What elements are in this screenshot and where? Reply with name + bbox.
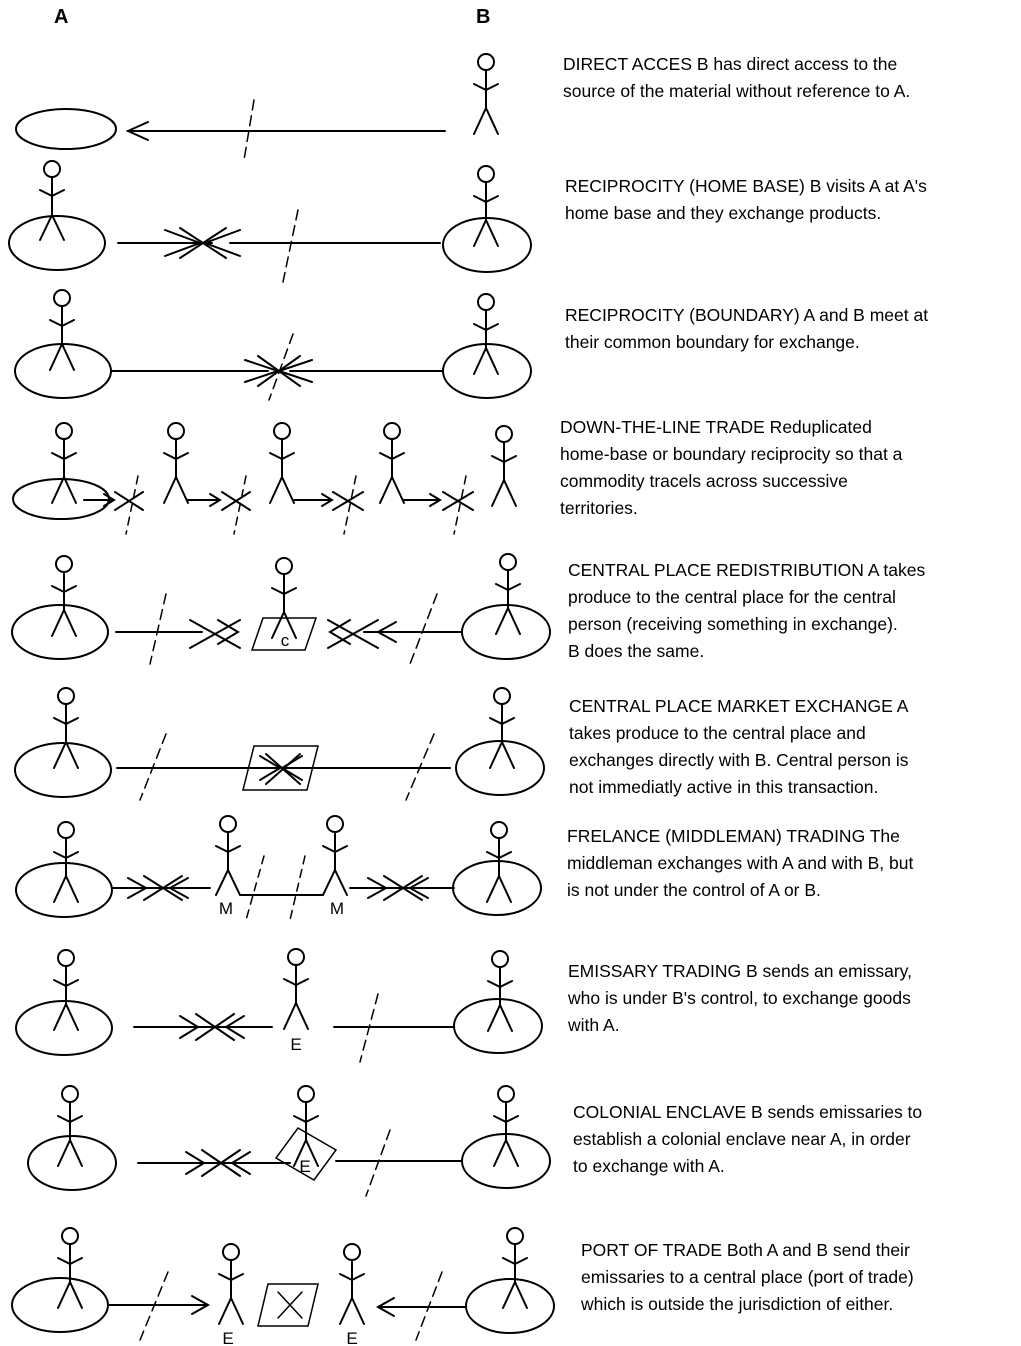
territory-a-ellipse	[14, 343, 112, 399]
exchange-arrows	[116, 753, 451, 785]
row-colonial-enclave	[27, 1085, 551, 1197]
figure-b	[486, 821, 512, 903]
row-middleman-trading	[15, 815, 542, 921]
figure-a	[57, 1085, 83, 1167]
column-b-header: B	[476, 6, 491, 28]
figure-intermediary-3	[379, 422, 405, 504]
central-person-letter: c	[281, 631, 290, 650]
exchange-arrows	[115, 619, 463, 649]
central-place-box	[250, 617, 318, 651]
boundary-slashes	[125, 475, 467, 535]
emissary-letter: E	[299, 1157, 310, 1176]
figure-b	[473, 165, 499, 247]
exchange-arrows	[137, 1149, 463, 1177]
figure-a	[57, 1227, 83, 1309]
figure-emissary	[293, 1085, 319, 1167]
row-central-place-market-exchange	[14, 687, 545, 801]
row-port-of-trade	[11, 1227, 555, 1341]
figure-a	[53, 687, 79, 769]
figure-a	[51, 422, 77, 504]
figure-emissary-a	[218, 1243, 244, 1325]
territory-b-ellipse	[442, 217, 532, 273]
figure-a	[39, 160, 65, 241]
figure-b	[491, 425, 517, 507]
boundary-slashes	[139, 1271, 443, 1341]
territory-a-ellipse	[27, 1135, 117, 1191]
central-place-box	[242, 745, 319, 791]
row-reciprocity-home-base	[8, 160, 532, 283]
figure-a	[53, 821, 79, 903]
boundary-slash	[268, 333, 294, 401]
boundary-slashes	[149, 593, 438, 665]
territory-a-ellipse	[15, 108, 117, 150]
territory-b-ellipse	[452, 860, 542, 916]
territory-a-ellipse	[11, 604, 109, 660]
exchange-arrows	[117, 227, 441, 259]
middleman-letter: M	[330, 899, 344, 918]
figure-a	[51, 555, 77, 637]
territory-a-ellipse	[8, 215, 106, 271]
territory-b-ellipse	[455, 740, 545, 796]
territory-a-ellipse	[14, 742, 112, 798]
column-a-header: A	[54, 6, 69, 28]
exchange-arrows	[111, 875, 455, 901]
boundary-slash	[365, 1129, 391, 1197]
boundary-slashes	[139, 733, 435, 801]
exchange-arrows	[133, 1013, 455, 1041]
figure-emissary	[283, 948, 309, 1030]
exchange-chain	[83, 491, 474, 511]
row-reciprocity-boundary	[14, 289, 532, 401]
figure-central-person	[271, 557, 297, 639]
arrow-b-to-source	[125, 121, 446, 141]
figure-b	[489, 687, 515, 769]
boundary-slash	[243, 99, 255, 161]
figure-middleman-b-side	[322, 815, 348, 896]
figure-a	[53, 949, 79, 1031]
figure-b	[473, 293, 499, 375]
figure-b	[473, 53, 499, 135]
row-down-the-line	[12, 422, 517, 535]
row-central-place-redistribution	[11, 553, 551, 665]
boundary-slash	[282, 209, 299, 283]
figure-b	[493, 1085, 519, 1167]
middleman-letter: M	[219, 899, 233, 918]
figure-a	[49, 289, 75, 371]
desc-reciprocity-home-base: RECIPROCITY (HOME BASE) B visits A at A'…	[565, 176, 927, 223]
figure-intermediary-2	[269, 422, 295, 504]
colonial-enclave-box	[274, 1127, 338, 1181]
exchange-arrows	[110, 355, 444, 387]
figure-intermediary-1	[163, 422, 189, 504]
figure-b	[487, 950, 513, 1032]
emissary-letter: E	[346, 1329, 357, 1346]
figure-middleman-a-side	[215, 815, 241, 896]
figure-emissary-b	[339, 1243, 365, 1325]
row-emissary-trading	[15, 948, 543, 1063]
port-of-trade-box	[257, 1283, 319, 1327]
figure-letters: c M M E E E E	[219, 631, 358, 1346]
territory-a-ellipse	[15, 1000, 113, 1056]
boundary-slashes	[245, 855, 306, 921]
figure-b	[495, 553, 521, 635]
row-direct-access	[15, 53, 499, 161]
boundary-slash	[359, 993, 379, 1063]
arrows-to-port	[107, 1295, 467, 1317]
emissary-letter: E	[222, 1329, 233, 1346]
emissary-letter: E	[290, 1035, 301, 1054]
territory-a-ellipse	[15, 862, 113, 918]
desc-emissary-trading: EMISSARY TRADING B sends an emissary,who…	[568, 961, 912, 1035]
territory-b-ellipse	[465, 1278, 555, 1334]
figure-b	[502, 1227, 528, 1309]
